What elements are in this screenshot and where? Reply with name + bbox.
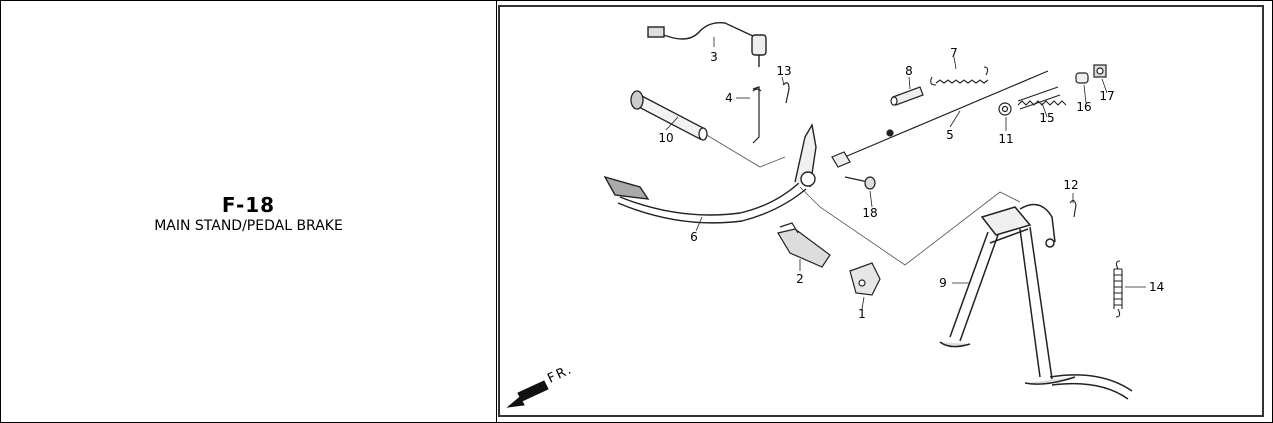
part-label-11: 11 xyxy=(998,132,1013,146)
part-18-pin xyxy=(844,176,876,190)
part-10-pivot-shaft xyxy=(630,90,708,141)
page-code: F-18 xyxy=(221,193,276,217)
direction-label: FR. xyxy=(545,362,575,387)
part-6-brake-pedal xyxy=(603,123,817,224)
part-14-spring xyxy=(1113,260,1123,318)
part-label-3: 3 xyxy=(710,50,718,64)
part-label-1: 1 xyxy=(858,307,866,321)
part-label-7: 7 xyxy=(950,46,958,60)
diagram-box: 1 2 3 4 5 6 7 8 9 10 11 12 13 14 15 16 1… xyxy=(498,5,1264,417)
part-label-9: 9 xyxy=(939,276,947,290)
part-label-5: 5 xyxy=(946,128,954,142)
part-7-spring xyxy=(930,66,989,86)
part-label-15: 15 xyxy=(1039,111,1054,125)
guide-lines xyxy=(704,133,1021,266)
part-5-brake-rod xyxy=(831,70,1049,168)
exploded-parts-diagram: 1 2 3 4 5 6 7 8 9 10 11 12 13 14 15 16 1… xyxy=(506,21,1164,408)
part-label-4: 4 xyxy=(725,91,733,105)
label-leaders xyxy=(665,37,1146,310)
part-3-switch-cable xyxy=(647,21,767,67)
part-label-12: 12 xyxy=(1063,178,1078,192)
part-12-cotter-pin xyxy=(1069,199,1077,218)
part-labels: 1 2 3 4 5 6 7 8 9 10 11 12 13 14 15 16 1… xyxy=(658,46,1164,321)
part-17-adjusting-nut xyxy=(1093,64,1107,78)
title-block: F-18 MAIN STAND/PEDAL BRAKE xyxy=(1,193,496,235)
part-label-18: 18 xyxy=(862,206,877,220)
part-label-13: 13 xyxy=(776,64,791,78)
part-label-8: 8 xyxy=(905,64,913,78)
part-15-spring xyxy=(1017,86,1067,110)
part-4-spring-rod xyxy=(752,86,762,144)
part-2-bracket xyxy=(777,222,831,268)
part-label-16: 16 xyxy=(1076,100,1091,114)
part-11-washer xyxy=(998,102,1012,116)
part-9-main-stand xyxy=(939,203,1133,400)
part-label-10: 10 xyxy=(658,131,673,145)
front-direction-arrow: FR. xyxy=(506,362,575,408)
part-label-2: 2 xyxy=(796,272,804,286)
part-8-sleeve xyxy=(890,86,924,106)
panel-divider xyxy=(496,0,497,423)
title-panel: F-18 MAIN STAND/PEDAL BRAKE xyxy=(1,1,496,421)
part-13-clip xyxy=(782,82,790,104)
page-subtitle: MAIN STAND/PEDAL BRAKE xyxy=(154,218,343,234)
part-1-stopper xyxy=(849,262,881,296)
part-label-6: 6 xyxy=(690,230,698,244)
part-label-14: 14 xyxy=(1149,280,1164,294)
part-16-joint xyxy=(1075,72,1089,84)
arrow-icon xyxy=(506,380,549,408)
part-label-17: 17 xyxy=(1099,89,1114,103)
